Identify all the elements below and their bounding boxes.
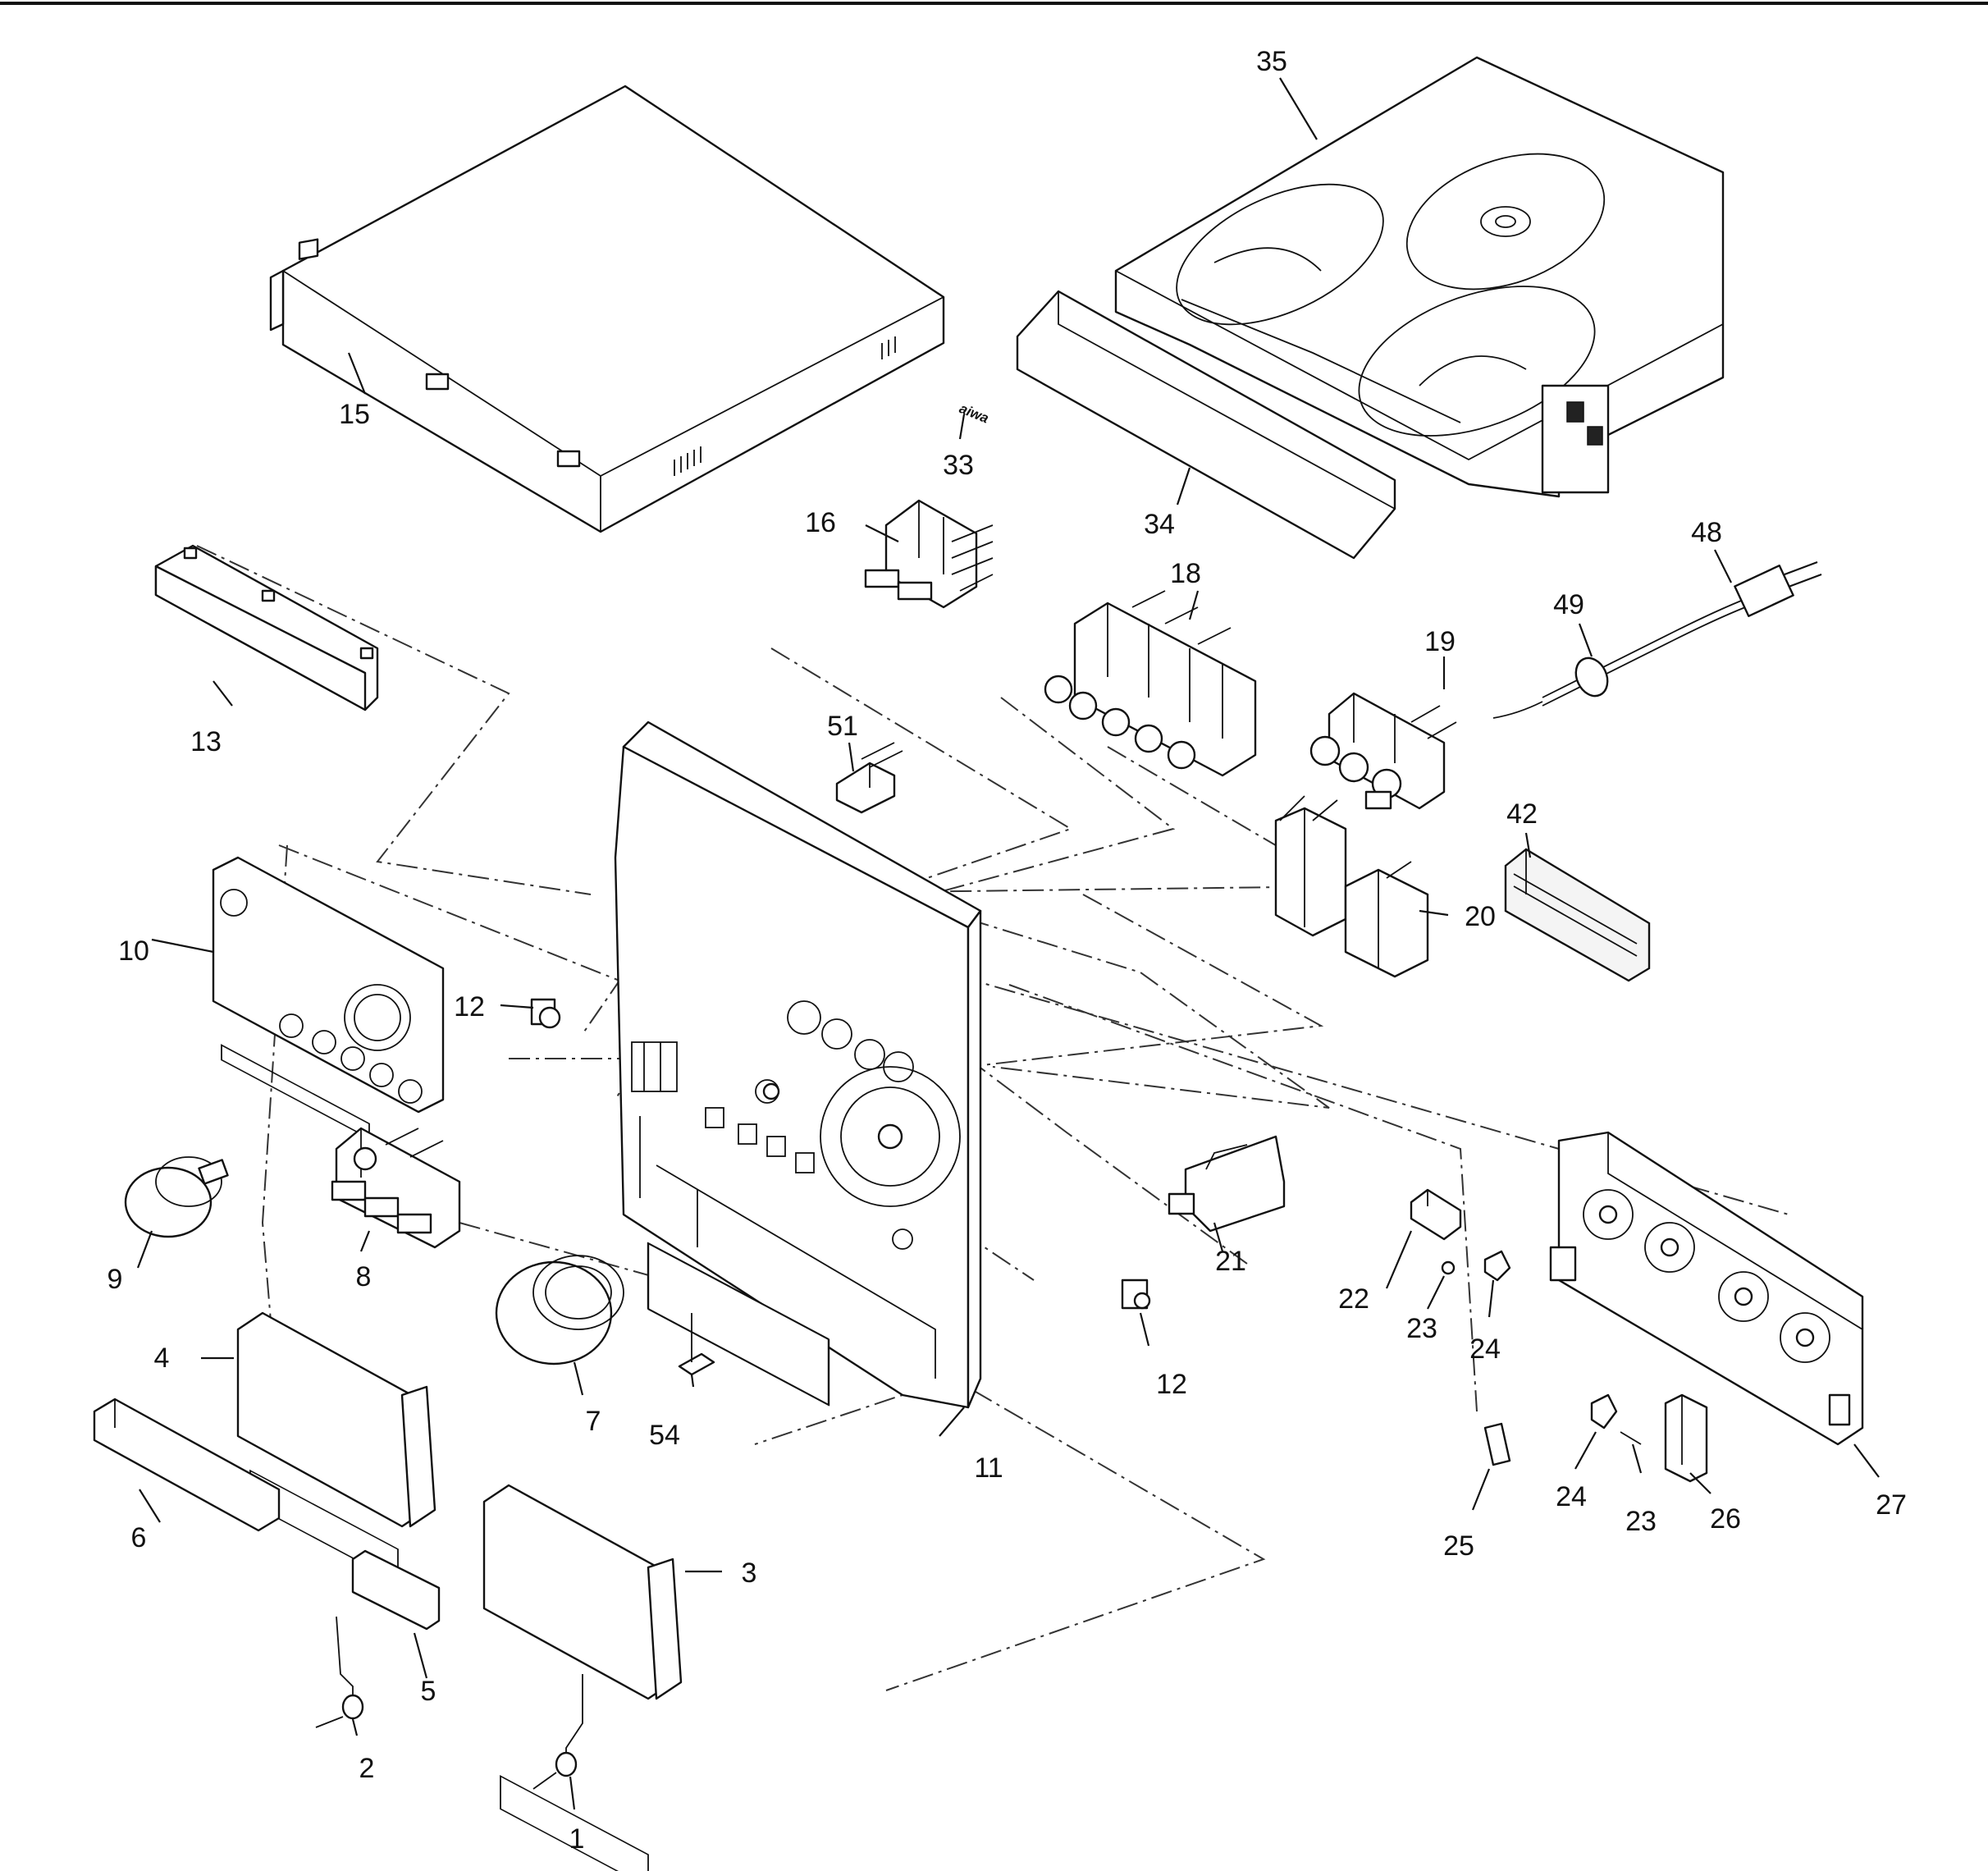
vent-slots	[674, 336, 896, 476]
callout-numbers: 35 15 33 34 16 18 19 48 49 13 51 42 20 1…	[107, 46, 1907, 1855]
callout-9: 9	[107, 1264, 123, 1295]
part-23-spring-a	[1441, 1260, 1456, 1275]
callout-24-b: 24	[1556, 1481, 1587, 1512]
callout-49: 49	[1553, 589, 1584, 620]
part-25-lever	[1483, 1422, 1511, 1466]
part-24-holder-a	[1483, 1250, 1511, 1282]
assembly-guide-lines	[196, 545, 1789, 1691]
part-23-spring-b	[1620, 1431, 1642, 1445]
callout-24-a: 24	[1469, 1333, 1501, 1365]
part-18-switch-block	[1044, 590, 1257, 777]
part-3-cassette-door	[482, 1484, 683, 1871]
part-35-cd-changer	[1114, 56, 1725, 498]
callout-6: 6	[131, 1522, 147, 1553]
callout-22: 22	[1338, 1283, 1369, 1315]
callout-10: 10	[118, 936, 149, 967]
part-16-switch-block	[864, 499, 994, 609]
part-13-display-window	[154, 544, 379, 711]
part-2-spring	[315, 1616, 364, 1728]
callout-27: 27	[1876, 1489, 1907, 1521]
part-5-cap	[351, 1549, 441, 1631]
callout-35: 35	[1256, 46, 1287, 77]
part-27-tape-mechanism	[1549, 1131, 1864, 1446]
part-11-front-panel	[614, 720, 982, 1409]
callout-54: 54	[649, 1420, 680, 1451]
callout-51: 51	[827, 711, 858, 742]
callout-26: 26	[1710, 1503, 1741, 1535]
part-21-pcb	[1168, 1135, 1286, 1233]
part-48-49-power-cord	[1492, 560, 1822, 719]
callout-13: 13	[190, 726, 222, 757]
part-6-cassette-window	[93, 1398, 281, 1532]
part-8-switch-assembly	[331, 1127, 461, 1249]
callout-34: 34	[1144, 509, 1175, 540]
part-7-volume-knob	[495, 1255, 624, 1366]
callout-3: 3	[742, 1558, 757, 1589]
callout-16: 16	[805, 507, 836, 538]
callout-19: 19	[1424, 626, 1456, 657]
part-19-switch-block	[1309, 692, 1457, 810]
callout-21: 21	[1215, 1246, 1246, 1277]
callout-2: 2	[359, 1753, 375, 1784]
part-4-cassette-door	[236, 1311, 436, 1584]
callout-11: 11	[974, 1452, 1003, 1484]
part-22-bracket	[1410, 1188, 1462, 1241]
callout-1: 1	[569, 1823, 585, 1855]
callout-23-a: 23	[1406, 1313, 1437, 1344]
callout-23-b: 23	[1625, 1506, 1657, 1537]
callout-48: 48	[1691, 517, 1722, 548]
part-12-knob-a	[530, 998, 561, 1029]
part-34-cd-panel	[1016, 290, 1396, 560]
callout-25: 25	[1443, 1530, 1474, 1562]
callout-33: 33	[943, 450, 974, 481]
leader-lines	[136, 77, 1880, 1810]
part-42-lcd-display	[1504, 848, 1651, 982]
part-15-top-cabinet	[269, 85, 945, 533]
part-24-holder-b	[1590, 1393, 1618, 1430]
part-10-escutcheon	[212, 856, 445, 1140]
callout-12-a: 12	[454, 991, 485, 1022]
callout-15: 15	[339, 399, 370, 430]
part-9-large-knob	[124, 1156, 229, 1238]
part-54-pad	[678, 1313, 715, 1376]
callout-12-b: 12	[1156, 1369, 1187, 1400]
callout-5: 5	[421, 1676, 436, 1707]
callout-7: 7	[586, 1406, 601, 1437]
callout-8: 8	[356, 1261, 372, 1292]
part-12-knob-b	[1121, 1279, 1151, 1310]
callout-42: 42	[1506, 798, 1538, 830]
part-51-small-switch	[835, 742, 903, 814]
callout-4: 4	[154, 1343, 170, 1374]
callout-18: 18	[1170, 558, 1201, 589]
part-26-bracket	[1664, 1393, 1708, 1483]
callout-20: 20	[1465, 901, 1496, 932]
part-1-spring	[532, 1674, 583, 1790]
part-20-switch-block	[1274, 795, 1429, 978]
